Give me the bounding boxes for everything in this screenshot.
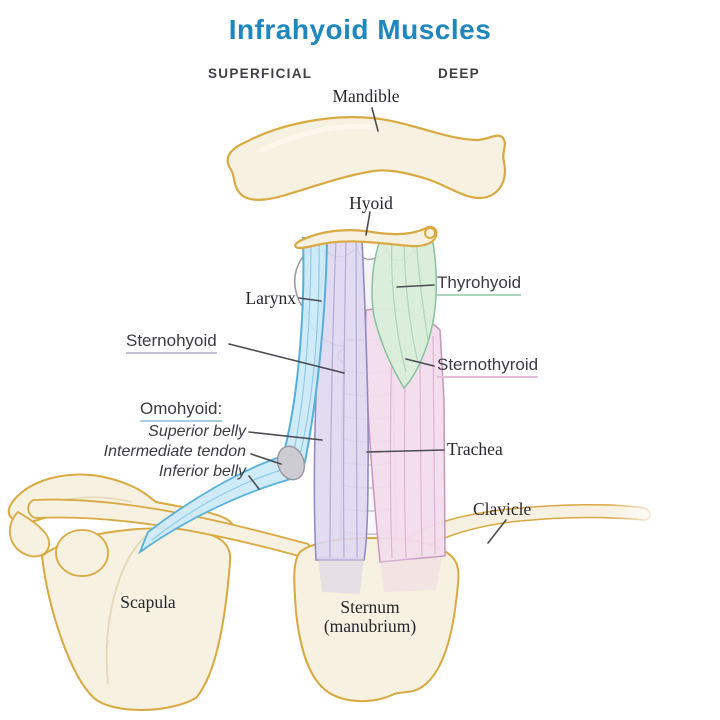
- thyrohyoid-fibers: [391, 234, 429, 373]
- larynx-label: Larynx: [245, 288, 296, 308]
- mandible-bone: [226, 116, 506, 201]
- omohyoid-superior-belly-label: Superior belly: [148, 423, 246, 440]
- scapula-label: Scapula: [120, 592, 176, 612]
- omohyoid-inferior-belly-label: Inferior belly: [158, 463, 246, 480]
- sternum-label-line2: (manubrium): [323, 616, 417, 636]
- superior-belly-leader-line: [248, 431, 323, 441]
- trachea-label: Trachea: [447, 439, 503, 459]
- sternohyoid-label: Sternohyoid: [126, 331, 217, 354]
- hyoid-body: [294, 226, 438, 250]
- scapula-coracoid-hook: [9, 510, 51, 558]
- trachea-leader-line: [366, 449, 445, 453]
- mandible-body: [226, 116, 506, 201]
- omohyoid-intermediate-tendon-label: Intermediate tendon: [103, 443, 246, 460]
- column-header-deep: DEEP: [438, 66, 480, 81]
- muscle-thyrohyoid: [371, 233, 437, 390]
- intermediate-tendon-leader-line: [250, 453, 282, 465]
- omohyoid-intermediate-tendon: [276, 445, 306, 481]
- omohyoid-superior-belly: [282, 236, 329, 464]
- leader-lines: [228, 107, 507, 544]
- mandible-leader-line: [371, 107, 379, 132]
- column-header-superficial: SUPERFICIAL: [208, 66, 313, 81]
- omohyoid-inferior-fiber: [151, 467, 289, 541]
- larynx-leader-line: [298, 297, 322, 302]
- mandible-label: Mandible: [332, 86, 400, 106]
- thyrohyoid-leader-line: [396, 284, 435, 288]
- thyrohyoid-label: Thyrohyoid: [437, 273, 522, 296]
- omohyoid-label: Omohyoid:: [140, 399, 223, 422]
- sternohyoid-fibers: [329, 239, 358, 559]
- omohyoid-superior-fibers: [292, 238, 320, 460]
- sternohyoid-tab: [318, 556, 364, 594]
- sternothyroid-tab: [380, 558, 442, 592]
- clavicle-leader-line: [487, 519, 507, 544]
- page-title: Infrahyoid Muscles: [228, 14, 492, 45]
- hyoid-right-knob: [424, 227, 436, 239]
- sternum-label-line1: Sternum: [340, 597, 400, 617]
- omohyoid-inferior-belly: [138, 454, 300, 555]
- scapula-glenoid-knob: [55, 529, 109, 577]
- muscle-insertion-tabs: [318, 556, 442, 594]
- sternothyroid-label: Sternothyroid: [437, 355, 539, 378]
- hyoid-leader-line: [365, 211, 371, 236]
- hyoid-bone: [294, 226, 438, 250]
- scapula-blade-inner-line: [105, 533, 149, 685]
- clavicle-fade: [608, 490, 688, 538]
- muscle-sternothyroid: [364, 307, 446, 563]
- clavicle-label: Clavicle: [473, 499, 532, 519]
- hyoid-label: Hyoid: [349, 193, 393, 213]
- mandible-highlight: [259, 123, 373, 153]
- inferior-belly-leader-line: [248, 475, 260, 490]
- sternothyroid-leader-line: [405, 358, 435, 367]
- sternohyoid-leader-line: [228, 343, 345, 374]
- muscle-omohyoid: [138, 236, 329, 555]
